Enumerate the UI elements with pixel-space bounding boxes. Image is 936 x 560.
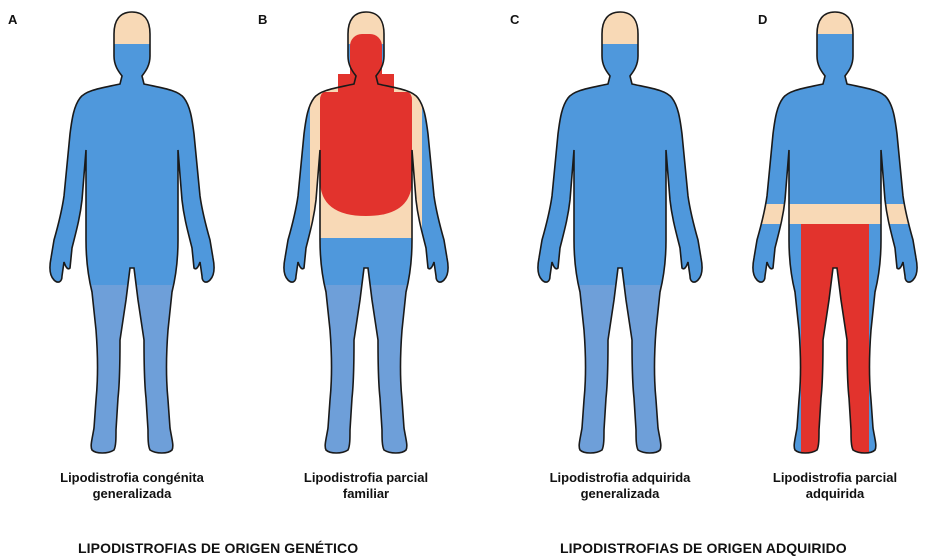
caption-c-line2: generalizada xyxy=(520,486,720,502)
caption-a-line1: Lipodistrofia congénita xyxy=(32,470,232,486)
caption-c-line1: Lipodistrofia adquirida xyxy=(520,470,720,486)
caption-b: Lipodistrofia parcial familiar xyxy=(266,470,466,502)
figure-d xyxy=(735,0,935,470)
caption-a-line2: generalizada xyxy=(32,486,232,502)
group-title-acquired: LIPODISTROFIAS DE ORIGEN ADQUIRIDO xyxy=(560,540,847,556)
human-silhouette-icon xyxy=(32,0,232,470)
human-silhouette-icon xyxy=(520,0,720,470)
group-title-genetic: LIPODISTROFIAS DE ORIGEN GENÉTICO xyxy=(78,540,358,556)
caption-a: Lipodistrofia congénita generalizada xyxy=(32,470,232,502)
figure-a xyxy=(32,0,232,470)
panel-letter-c: C xyxy=(510,12,519,27)
caption-c: Lipodistrofia adquirida generalizada xyxy=(520,470,720,502)
caption-d-line2: adquirida xyxy=(735,486,935,502)
human-silhouette-icon xyxy=(266,0,466,470)
figure-c xyxy=(520,0,720,470)
figure-b xyxy=(266,0,466,470)
human-silhouette-icon xyxy=(735,0,935,470)
panel-letter-a: A xyxy=(8,12,17,27)
caption-d-line1: Lipodistrofia parcial xyxy=(735,470,935,486)
caption-d: Lipodistrofia parcial adquirida xyxy=(735,470,935,502)
caption-b-line2: familiar xyxy=(266,486,466,502)
caption-b-line1: Lipodistrofia parcial xyxy=(266,470,466,486)
